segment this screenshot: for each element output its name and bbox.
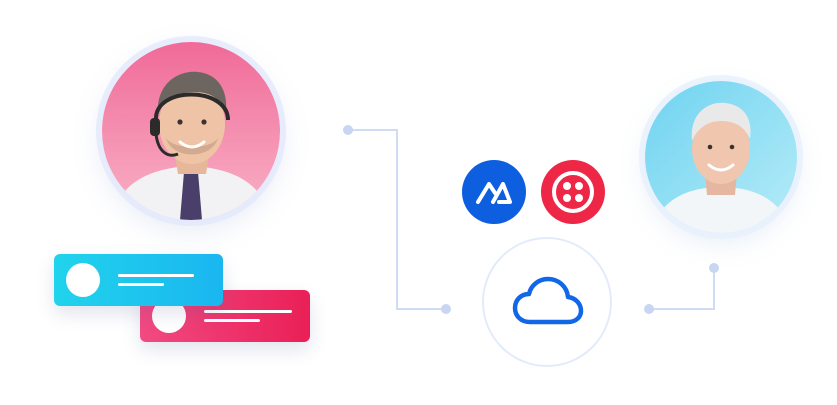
connector-agent-to-hub — [348, 129, 446, 310]
supabase-logo-icon — [476, 182, 512, 204]
chat-avatar-placeholder — [66, 263, 100, 297]
support-agent-headset-icon — [102, 42, 280, 220]
chat-text-line — [204, 310, 292, 313]
chat-text-line — [204, 319, 260, 322]
supabase-logo-badge — [462, 160, 526, 224]
connector-dot — [441, 304, 451, 314]
chat-text-line — [118, 274, 194, 277]
customer-avatar — [645, 81, 797, 233]
connector-hub-to-customer — [649, 268, 715, 310]
twilio-logo-badge — [541, 160, 605, 224]
customer-portrait-icon — [645, 81, 797, 233]
support-agent-avatar — [102, 42, 280, 220]
twilio-logo-icon — [552, 171, 594, 213]
chat-text-line — [118, 283, 164, 286]
cloud-hub — [482, 237, 612, 367]
cloud-icon — [512, 276, 584, 325]
connector-dot — [343, 125, 353, 135]
connector-dot — [644, 304, 654, 314]
connector-dot — [709, 263, 719, 273]
chat-message-card-blue — [54, 254, 223, 306]
